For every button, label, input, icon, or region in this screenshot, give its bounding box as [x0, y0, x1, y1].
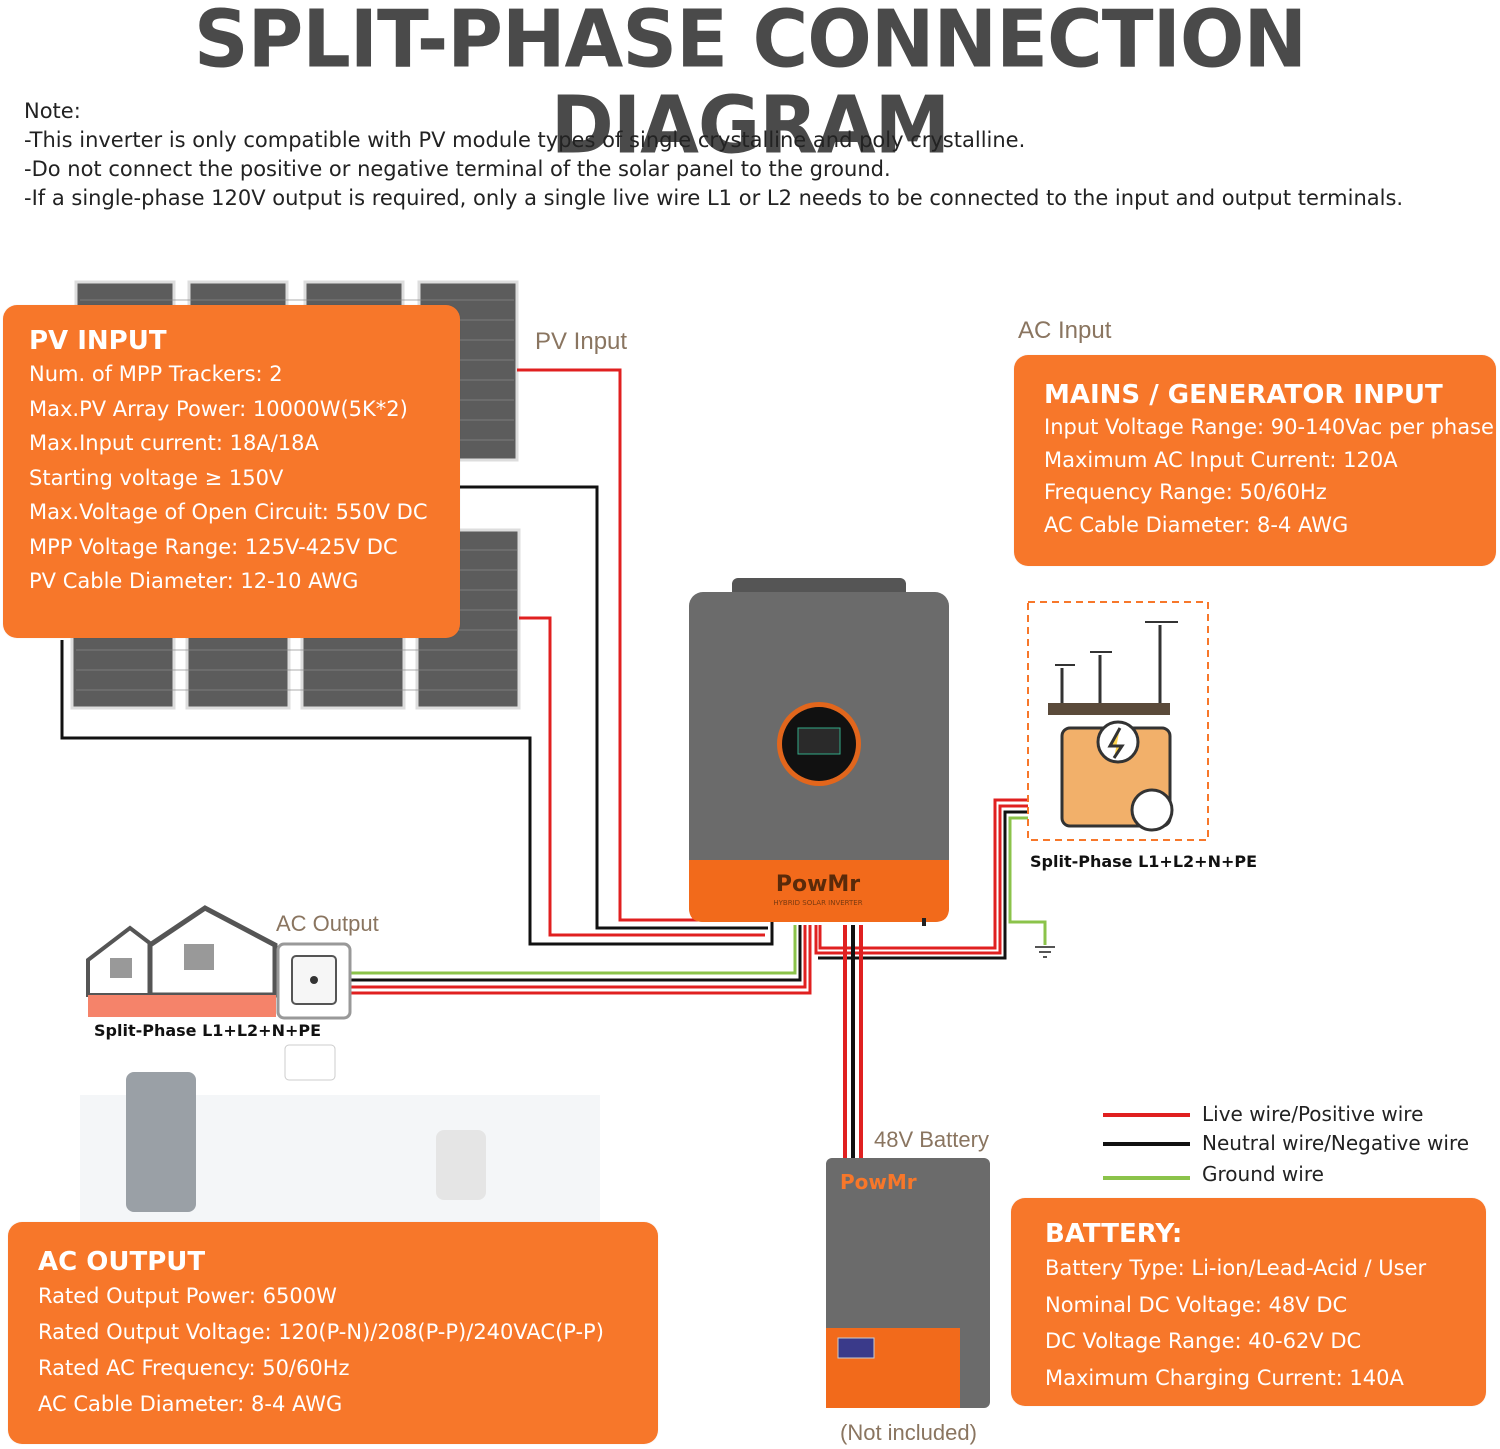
mains-heading: MAINS / GENERATOR INPUT — [1044, 380, 1443, 410]
inverter-brand: PowMr — [775, 872, 861, 897]
battery-spec-row: Battery Type: Li-ion/Lead-Acid / User — [1045, 1256, 1427, 1280]
mains-spec-row: AC Cable Diameter: 8-4 AWG — [1044, 512, 1349, 537]
pv-spec-row: Starting voltage ≥ 150V — [29, 465, 284, 490]
pv-input-label: PV Input — [535, 328, 628, 355]
ac-output-heading: AC OUTPUT — [38, 1247, 206, 1277]
battery-heading: BATTERY: — [1045, 1219, 1183, 1249]
coffee-maker-icon — [126, 1072, 196, 1212]
mains-spec-row: Maximum AC Input Current: 120A — [1044, 447, 1398, 472]
ac-output-box: AC OUTPUT Rated Output Power: 6500W Rate… — [8, 1222, 658, 1444]
note-heading: Note: — [24, 99, 81, 123]
pv-spec-row: PV Cable Diameter: 12-10 AWG — [29, 569, 359, 593]
legend-neutral: Neutral wire/Negative wire — [1202, 1131, 1470, 1155]
split-phase-input-label: Split-Phase L1+L2+N+PE — [1030, 852, 1258, 871]
ac-input-label: AC Input — [1018, 317, 1112, 344]
mains-spec-row: Input Voltage Range: 90-140Vac per phase — [1044, 415, 1494, 439]
note-line-2: -Do not connect the positive or negative… — [24, 157, 891, 181]
pv-spec-row: Max.Input current: 18A/18A — [29, 431, 319, 455]
pv-spec-row: MPP Voltage Range: 125V-425V DC — [29, 534, 398, 559]
battery-label: 48V Battery — [874, 1127, 989, 1152]
utility-pole-icon — [1027, 601, 1209, 841]
ac-output-spec-row: Rated Output Voltage: 120(P-N)/208(P-P)/… — [38, 1320, 604, 1344]
ground-symbol-icon — [1035, 946, 1055, 958]
pv-spec-row: Num. of MPP Trackers: 2 — [29, 362, 283, 386]
ac-output-spec-row: AC Cable Diameter: 8-4 AWG — [38, 1392, 343, 1416]
ac-output-label: AC Output — [276, 911, 379, 936]
battery-box: BATTERY: Battery Type: Li-ion/Lead-Acid … — [1011, 1198, 1486, 1406]
generator-icon — [1060, 720, 1174, 832]
pv-spec-row: Max.Voltage of Open Circuit: 550V DC — [29, 500, 428, 524]
battery-spec-row: DC Voltage Range: 40-62V DC — [1045, 1329, 1362, 1353]
power-strip-icon — [284, 1044, 336, 1081]
legend-live: Live wire/Positive wire — [1202, 1102, 1424, 1126]
outlet-icon — [276, 942, 352, 1020]
ac-output-spec-row: Rated Output Power: 6500W — [38, 1284, 337, 1308]
battery-spec-row: Nominal DC Voltage: 48V DC — [1045, 1292, 1348, 1317]
battery-spec-row: Maximum Charging Current: 140A — [1045, 1365, 1404, 1390]
battery-brand: PowMr — [840, 1170, 917, 1194]
pv-spec-row: Max.PV Array Power: 10000W(5K*2) — [29, 396, 408, 421]
pv-input-box: PV INPUT Num. of MPP Trackers: 2 Max.PV … — [3, 305, 460, 638]
mains-input-box: MAINS / GENERATOR INPUT Input Voltage Ra… — [1014, 355, 1496, 566]
ac-output-spec-row: Rated AC Frequency: 50/60Hz — [38, 1356, 350, 1380]
note-line-3: -If a single-phase 120V output is requir… — [24, 186, 1404, 210]
page-title: SPLIT-PHASE CONNECTION DIAGRAM — [193, 0, 1307, 172]
legend-lines — [1103, 1113, 1190, 1180]
split-phase-output-label: Split-Phase L1+L2+N+PE — [94, 1021, 322, 1040]
legend-ground: Ground wire — [1202, 1162, 1324, 1186]
inverter-icon — [689, 578, 949, 926]
mains-spec-row: Frequency Range: 50/60Hz — [1044, 480, 1327, 504]
not-included-label: (Not included) — [840, 1420, 977, 1445]
inverter-subtitle: HYBRID SOLAR INVERTER — [773, 899, 863, 907]
battery-icon — [826, 1158, 990, 1408]
toaster-icon — [436, 1130, 486, 1200]
pv-input-heading: PV INPUT — [29, 326, 167, 356]
house-icon — [86, 905, 278, 1017]
note-line-1: -This inverter is only compatible with P… — [24, 128, 1026, 152]
